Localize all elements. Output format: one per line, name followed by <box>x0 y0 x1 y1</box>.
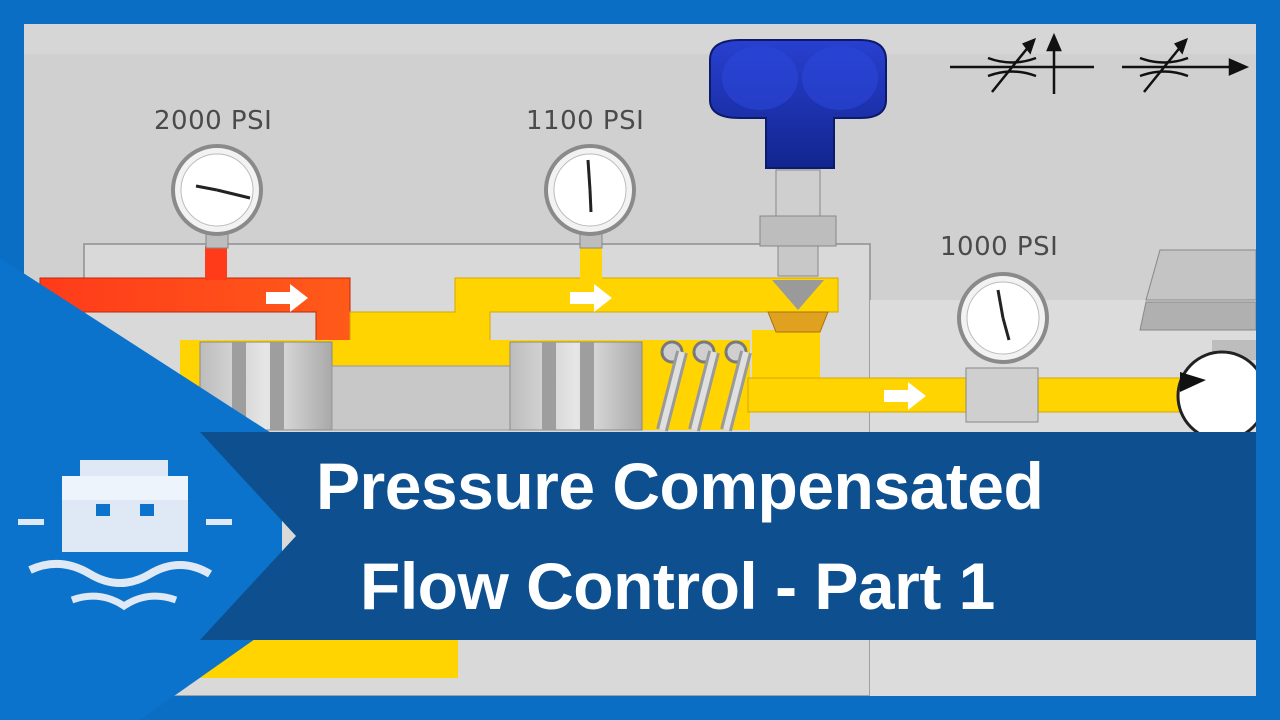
adjust-knob-icon <box>709 39 887 169</box>
gauge-1100-icon <box>544 144 636 249</box>
gauge-1000-icon <box>957 272 1049 423</box>
flow-arrow-icon <box>266 284 926 410</box>
gauge-label-2000: 2000 PSI <box>154 106 273 136</box>
title-line-2: Flow Control - Part 1 <box>360 549 995 623</box>
gauge-label-1000: 1000 PSI <box>940 232 1059 262</box>
spool-right <box>509 341 643 431</box>
spring <box>656 340 752 432</box>
gauge-2000-icon <box>171 144 263 249</box>
actuator <box>1139 249 1268 442</box>
title-line-1: Pressure Compensated <box>316 449 1044 523</box>
toolbox-logo-icon <box>18 460 232 611</box>
gauge-label-1100: 1100 PSI <box>526 106 645 136</box>
title-banner <box>200 432 1256 640</box>
throttle-symbol-icon <box>950 32 1250 94</box>
needle-valve <box>759 169 837 333</box>
